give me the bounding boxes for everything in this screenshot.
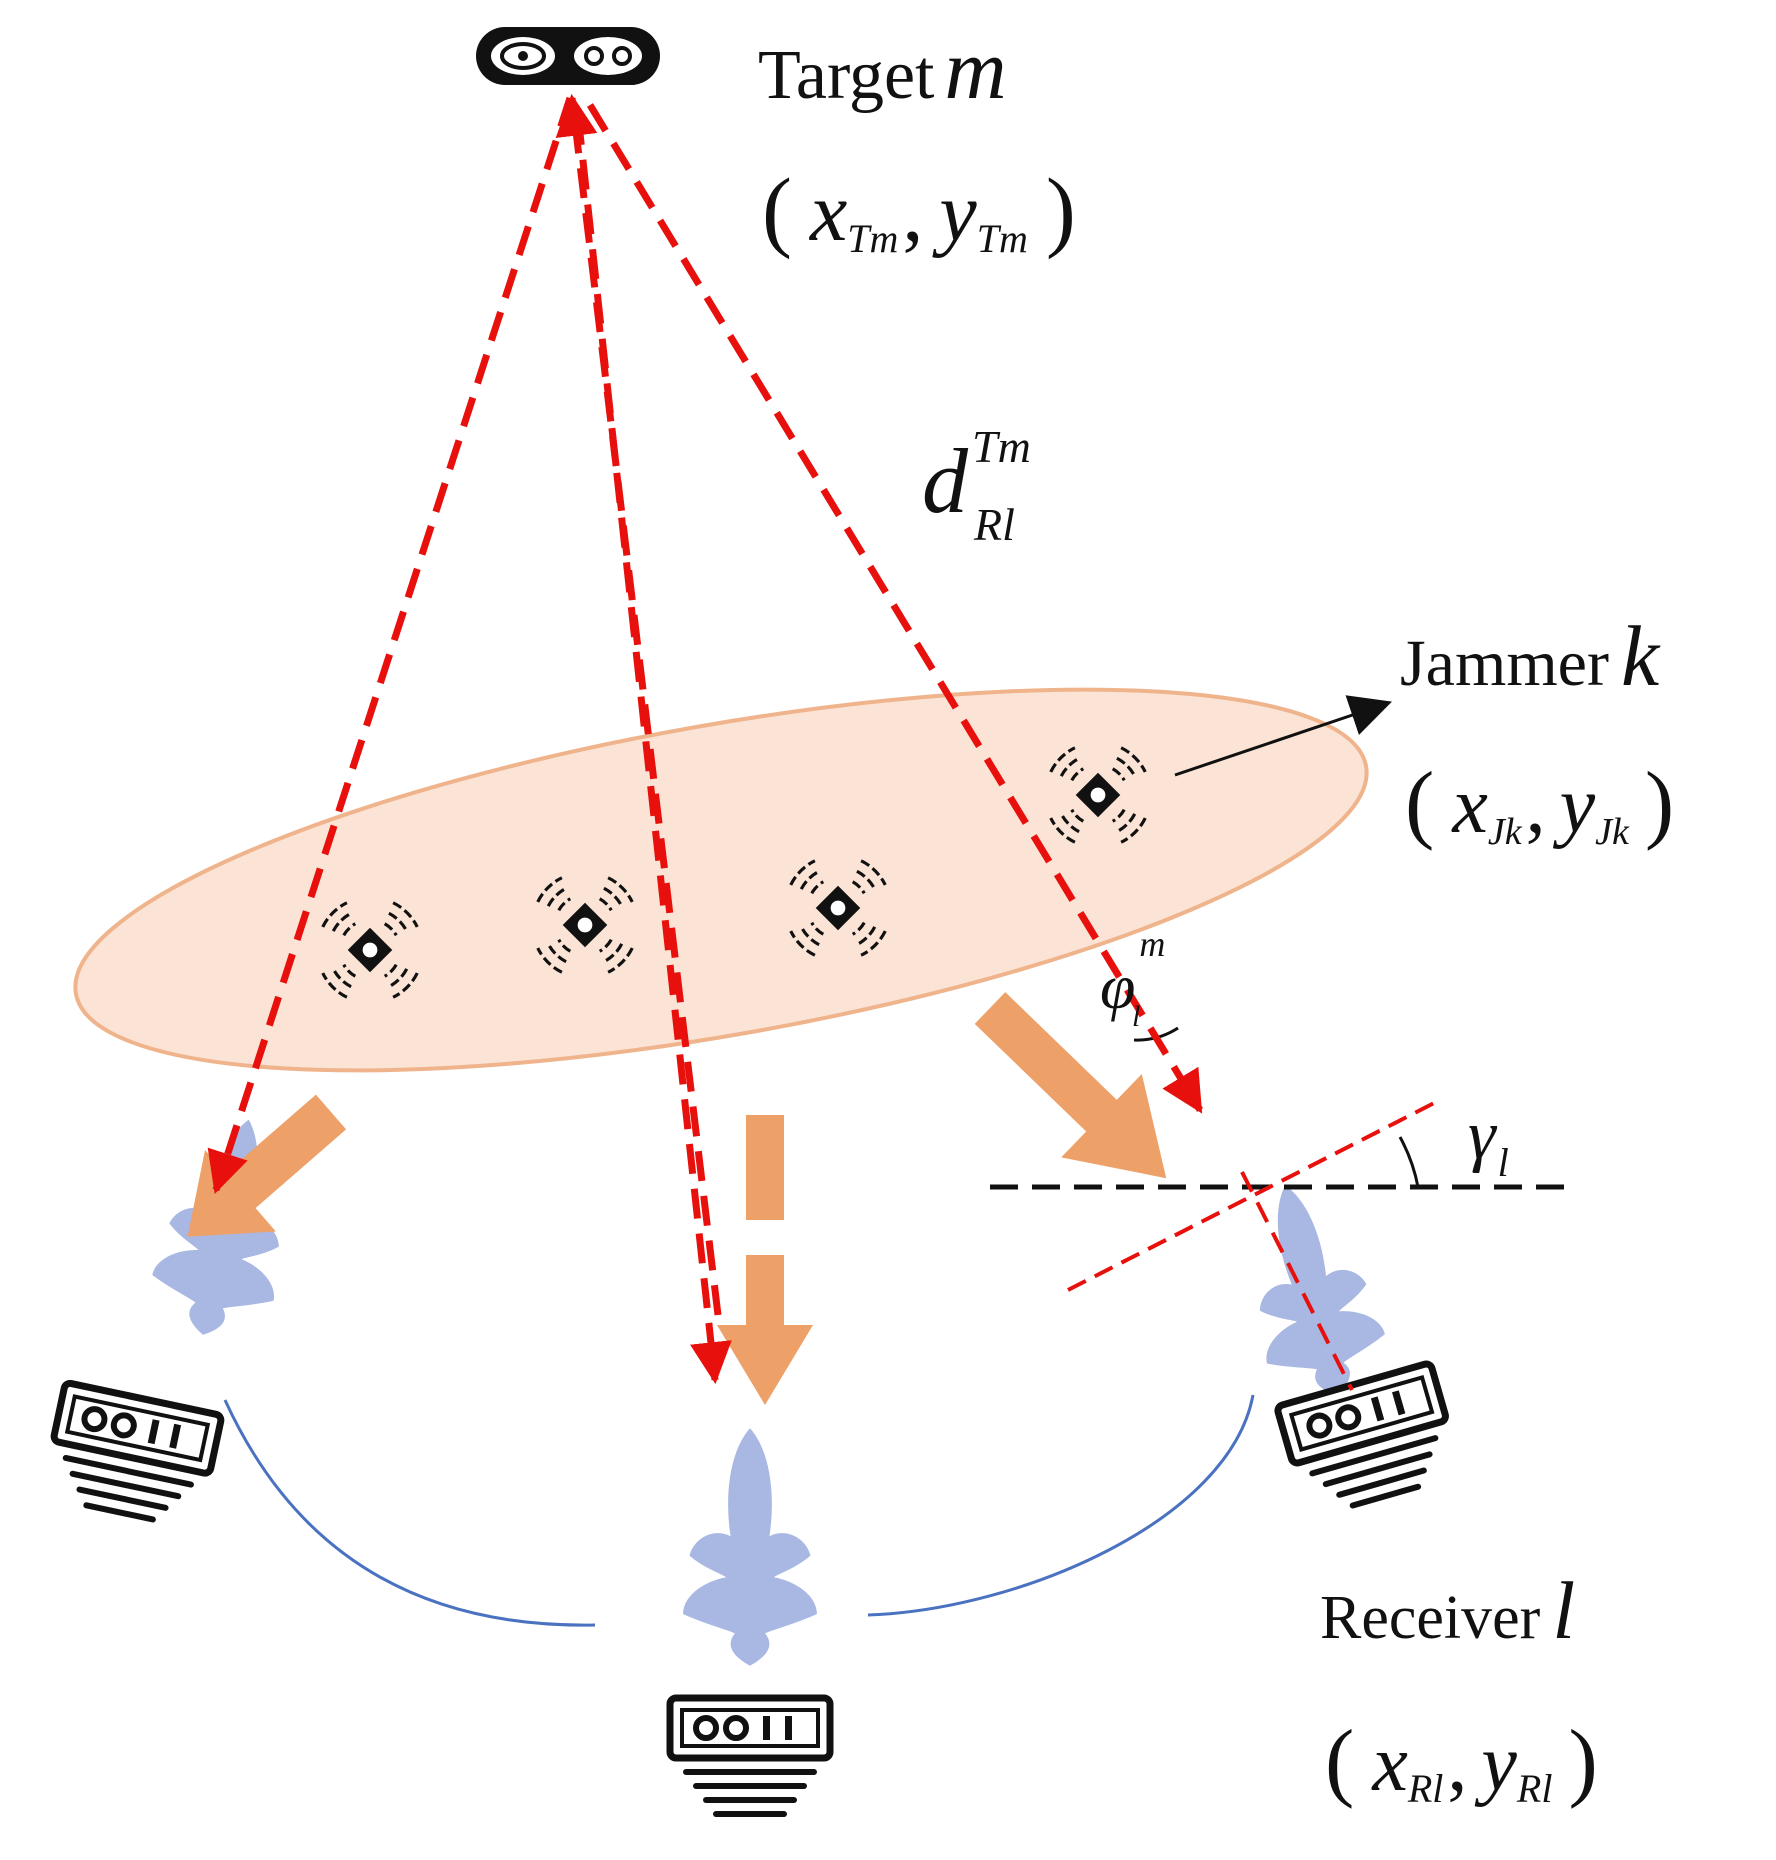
coord-y: y — [931, 166, 977, 259]
coord-sub: Tm — [847, 216, 898, 261]
receiver-link-curve — [223, 1399, 596, 1627]
signal-line-target-left — [207, 96, 574, 1194]
jammer-symbol: k — [1621, 608, 1661, 704]
receiver-radar-icon-left — [41, 1382, 222, 1529]
receiver-beam-right — [1226, 1170, 1397, 1410]
jammer-zone — [73, 687, 1369, 1073]
phi-sup: m — [1139, 924, 1165, 964]
receiver-coordinate: (xRl,yRl) — [1325, 1713, 1598, 1811]
comma: , — [1447, 1720, 1467, 1808]
comma: , — [1526, 762, 1546, 850]
receiver-radar-icon-center — [670, 1698, 830, 1814]
jammer-pointer-arrow — [1174, 695, 1392, 777]
receiver-incidence-line — [1240, 1171, 1354, 1391]
comma: , — [902, 166, 923, 259]
signal-lines — [207, 93, 1203, 1385]
gamma-angle-arc — [1398, 1136, 1420, 1188]
distance-sub: Rl — [973, 499, 1015, 550]
distance-sup: Tm — [972, 421, 1031, 472]
paren-close: ) — [1645, 755, 1674, 852]
coord-sub: Rl — [1407, 1766, 1444, 1811]
paren-open: ( — [762, 161, 792, 260]
gamma-base: γ — [1468, 1097, 1498, 1174]
coord-sub: Rl — [1516, 1766, 1553, 1811]
paren-close: ) — [1568, 1713, 1597, 1810]
distance-base: d — [922, 430, 969, 532]
gamma-sub: l — [1498, 1140, 1509, 1185]
target-word: Target — [758, 37, 935, 114]
receiver-normal-line — [1067, 1098, 1441, 1292]
coord-sub: Tm — [977, 216, 1028, 261]
paren-close: ) — [1046, 161, 1076, 260]
coord-x: x — [1371, 1720, 1408, 1808]
coord-x: x — [808, 166, 847, 259]
target-coordinate: (xTm,yTm) — [762, 161, 1076, 261]
coord-y: y — [1474, 1720, 1517, 1808]
jammer-coordinate: (xJk,yJk) — [1405, 755, 1674, 853]
coord-sub: Jk — [1488, 811, 1523, 853]
gamma-angle-label: γl — [1468, 1097, 1509, 1185]
paren-open: ( — [1405, 755, 1434, 852]
receiver-link-curve-right — [867, 1394, 1255, 1617]
target-symbol: m — [945, 21, 1007, 117]
coord-sub: Jk — [1595, 811, 1630, 853]
jamming-arrow-right — [974, 992, 1167, 1179]
jamming-arrow-center — [717, 1255, 813, 1405]
coord-y: y — [1553, 762, 1596, 850]
phi-base: φ — [1100, 951, 1135, 1022]
jammer-word: Jammer — [1400, 627, 1609, 700]
receiver-symbol: l — [1552, 1565, 1575, 1656]
phi-angle-label: φm l — [1100, 924, 1165, 1033]
jamming-arrow-left — [187, 1094, 347, 1237]
signal-line-target-right — [587, 103, 1203, 1114]
paren-open: ( — [1325, 1713, 1354, 1810]
target-drone-icon — [476, 27, 660, 85]
jamming-arrows — [187, 992, 1167, 1405]
receiver-word: Receiver — [1320, 1584, 1541, 1652]
phi-sub: l — [1132, 1000, 1140, 1033]
jamming-arrow-center-top — [746, 1115, 784, 1220]
signal-line-target-center — [574, 114, 732, 1385]
coord-x: x — [1451, 762, 1488, 850]
receiver-radar-icon-right — [1277, 1363, 1463, 1519]
receiver-beam-center — [683, 1428, 817, 1666]
